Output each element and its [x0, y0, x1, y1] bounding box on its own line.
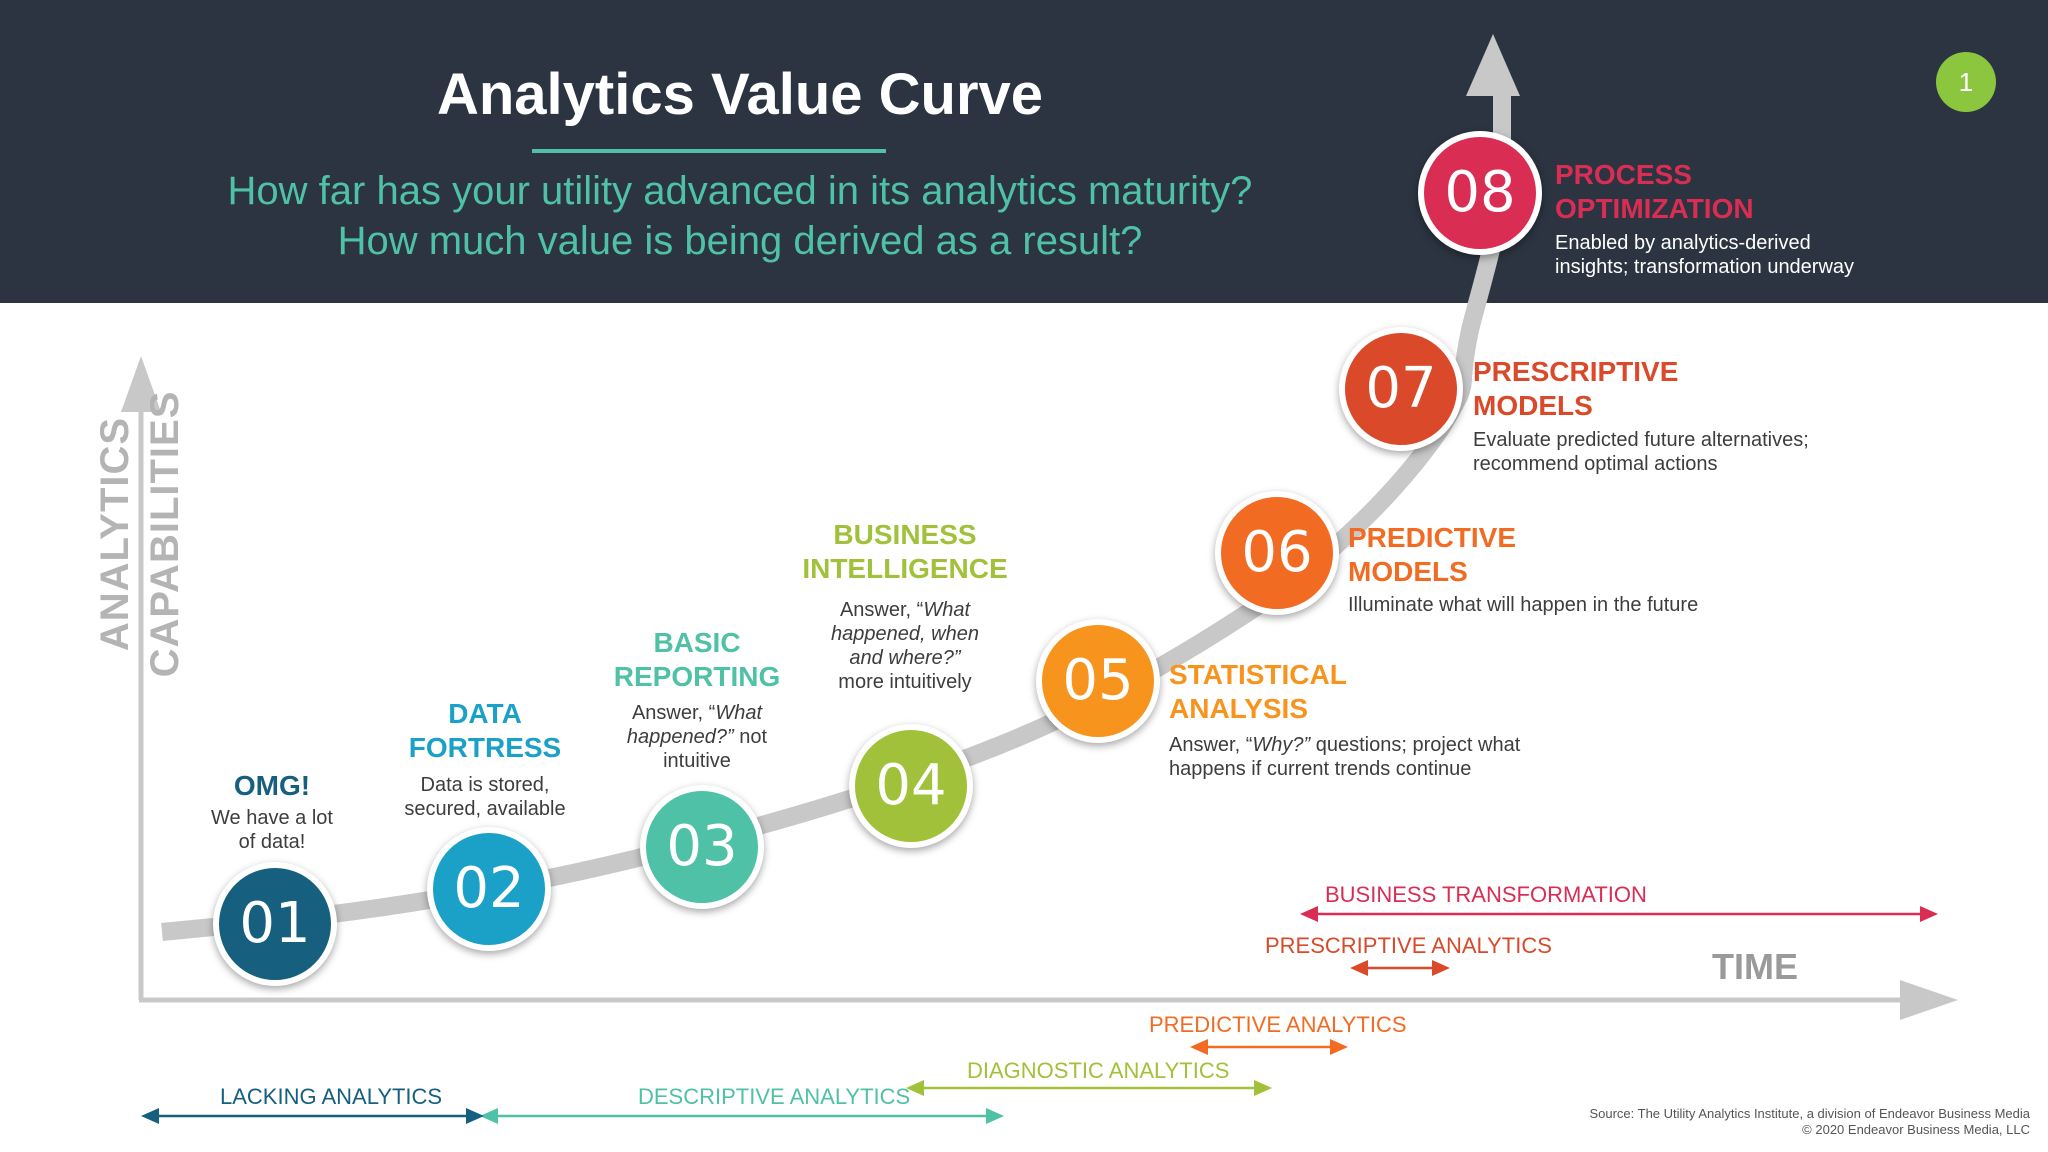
page-number-badge: 1: [1936, 52, 1996, 112]
stage-01-desc: We have a lot of data!: [211, 807, 333, 853]
stage-05-circle: 05: [1036, 619, 1160, 743]
range-label-descriptive-analytics: DESCRIPTIVE ANALYTICS: [638, 1084, 911, 1109]
stage-03-desc-em: What happened?”: [626, 702, 763, 748]
stage-02-circle: 02: [427, 827, 551, 951]
stage-08-circle: 08: [1418, 131, 1542, 255]
stage-08-desc: Enabled by analytics-derived insights; t…: [1555, 232, 1855, 278]
stage-04-circle: 04: [849, 724, 973, 848]
stage-03-title: BASIC REPORTING: [613, 627, 781, 692]
stage-08-title: PROCESS OPTIMIZATION: [1555, 159, 1754, 224]
source-note: Source: The Utility Analytics Institute,…: [1462, 1106, 2030, 1138]
stage-07-desc: Evaluate predicted future alternatives; …: [1473, 429, 1809, 475]
header-banner: [0, 0, 2048, 303]
stage-01-circle: 01: [213, 862, 337, 986]
stage-07-number: 07: [1365, 356, 1437, 421]
stage-01-number: 01: [239, 891, 311, 956]
subtitle-line-1: How far has your utility advanced in its…: [227, 169, 1253, 213]
stage-05-number: 05: [1062, 648, 1134, 713]
stage-08-number: 08: [1444, 160, 1516, 225]
range-label-diagnostic-analytics: DIAGNOSTIC ANALYTICS: [967, 1058, 1230, 1083]
range-label-prescriptive-analytics: PRESCRIPTIVE ANALYTICS: [1265, 933, 1552, 958]
subtitle-line-2: How much value is being derived as a res…: [337, 219, 1143, 263]
stage-07-title: PRESCRIPTIVE MODELS: [1473, 356, 1679, 421]
stage-03-desc-post: not intuitive: [663, 726, 768, 772]
page-title: Analytics Value Curve: [436, 62, 1044, 127]
y-axis-label: ANALYTICS CAPABILITIES: [93, 390, 187, 678]
stage-02-title: DATA FORTRESS: [408, 698, 562, 763]
range-label-predictive-analytics: PREDICTIVE ANALYTICS: [1149, 1012, 1407, 1037]
stage-05-desc-post: questions; project what happens if curre…: [1169, 734, 1521, 780]
title-underline: [532, 149, 886, 153]
value-curve: [161, 92, 1511, 941]
stage-02-desc: Data is stored, secured, available: [404, 774, 566, 820]
range-arrow-predictive-analytics: [1190, 1039, 1348, 1055]
stage-06-title: PREDICTIVE MODELS: [1348, 522, 1517, 587]
stage-05-desc: Answer, “Why?” questions; project what h…: [1169, 733, 1589, 781]
stage-03-desc: Answer, “What happened?” not intuitive: [592, 701, 802, 773]
stage-07-circle: 07: [1339, 327, 1463, 451]
stage-06-desc: Illuminate what will happen in the futur…: [1348, 594, 1699, 616]
value-curve-arrowhead: [1466, 34, 1520, 96]
source-line-2: © 2020 Endeavor Business Media, LLC: [1802, 1122, 2030, 1137]
range-arrow-business-transformation: [1300, 906, 1938, 922]
stage-03-number: 03: [666, 814, 738, 879]
stage-04-desc-em: What happened, when and where?”: [831, 599, 979, 669]
stage-06-circle: 06: [1215, 491, 1339, 615]
stage-05-desc-em: Why?”: [1252, 734, 1311, 756]
stage-04-number: 04: [875, 753, 947, 818]
subtitle: How far has your utility advanced in its…: [140, 166, 1340, 266]
range-label-business-transformation: BUSINESS TRANSFORMATION: [1325, 882, 1647, 907]
stage-04-desc: Answer, “What happened, when and where?”…: [790, 598, 1020, 694]
range-label-lacking-analytics: LACKING ANALYTICS: [220, 1084, 443, 1109]
stage-05-title: STATISTICAL ANALYSIS: [1169, 659, 1347, 724]
stage-04-desc-post: more intuitively: [838, 671, 972, 693]
stage-03-circle: 03: [640, 785, 764, 909]
range-arrow-descriptive-analytics: [480, 1108, 1004, 1124]
x-axis-arrowhead: [1900, 980, 1958, 1020]
stage-03-desc-pre: Answer, “: [631, 702, 716, 724]
stage-01-title: OMG!: [233, 770, 311, 801]
x-axis-label: TIME: [1712, 946, 1798, 987]
range-arrow-lacking-analytics: [141, 1108, 484, 1124]
range-arrow-prescriptive-analytics: [1350, 960, 1450, 976]
stage-04-title: BUSINESS INTELLIGENCE: [802, 519, 1008, 584]
stage-06-number: 06: [1241, 520, 1313, 585]
stage-02-number: 02: [453, 856, 525, 921]
stage-04-desc-pre: Answer, “: [839, 599, 924, 621]
stage-05-desc-pre: Answer, “: [1169, 734, 1253, 756]
range-arrow-diagnostic-analytics: [906, 1080, 1272, 1096]
y-axis-arrowhead: [121, 356, 161, 412]
source-line-1: Source: The Utility Analytics Institute,…: [1589, 1106, 2030, 1121]
